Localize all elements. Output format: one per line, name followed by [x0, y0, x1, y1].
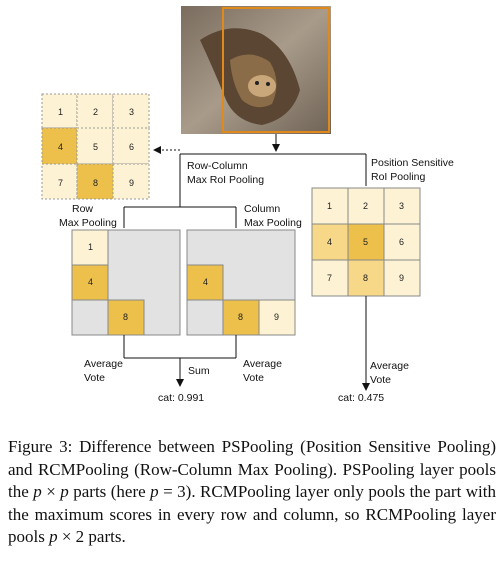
ps-cell-6: 6: [399, 237, 404, 247]
diagram: Row-Column Max RoI Pooling Position Sens…: [41, 6, 454, 404]
caption-eq: = 3). RCMPooling layer only pools the pa…: [8, 482, 496, 547]
dashed-grid: 1 2 3 4 5 6 7 8 9: [41, 93, 150, 200]
row-max-label-2: Max Pooling: [59, 217, 117, 229]
col-cell-8: 8: [238, 312, 243, 322]
ps-cell-4: 4: [327, 237, 332, 247]
figure-caption: Figure 3: Difference between PSPooling (…: [8, 436, 496, 549]
caption-p2: p: [60, 482, 69, 502]
pos-sens-grid: 1 2 3 4 5 6 7 8 9: [311, 187, 421, 297]
row-max-pool-grid: 1 4 8: [71, 229, 181, 336]
avg-vote-row-2: Vote: [84, 372, 105, 384]
col-max-label-1: Column: [244, 203, 280, 215]
row-col-pool-label-2: Max RoI Pooling: [187, 174, 264, 186]
ps-cell-5: 5: [363, 237, 368, 247]
ps-cell-9: 9: [399, 273, 404, 283]
sum-label: Sum: [188, 365, 210, 377]
avg-vote-row-1: Average: [84, 358, 123, 370]
dash-cell-5: 5: [93, 142, 98, 152]
cat-score-ps: cat: 0.475: [338, 392, 384, 404]
caption-p3: p: [150, 482, 159, 502]
dash-cell-2: 2: [93, 107, 98, 117]
row-cell-8: 8: [123, 312, 128, 322]
cat-score-rc: cat: 0.991: [158, 392, 204, 404]
caption-times1: ×: [41, 482, 61, 502]
caption-p1: p: [33, 482, 42, 502]
dash-cell-7: 7: [58, 178, 63, 188]
col-max-label-2: Max Pooling: [244, 217, 302, 229]
ps-cell-8: 8: [363, 273, 368, 283]
ps-cell-2: 2: [363, 201, 368, 211]
dash-cell-3: 3: [129, 107, 134, 117]
ps-cell-1: 1: [327, 201, 332, 211]
row-col-pool-label-1: Row-Column: [187, 160, 248, 172]
dash-cell-1: 1: [58, 107, 63, 117]
pos-sens-label-1: Position Sensitive: [371, 157, 454, 169]
caption-p4: p: [49, 527, 58, 547]
avg-vote-ps-1: Average: [370, 360, 409, 372]
dash-cell-6: 6: [129, 142, 134, 152]
caption-mid: parts (here: [68, 482, 151, 502]
avg-vote-ps-2: Vote: [370, 374, 391, 386]
avg-vote-col-2: Vote: [243, 372, 264, 384]
col-max-pool-grid: 4 8 9: [186, 229, 296, 336]
caption-prefix: Figure 3: Difference between PSPooling (…: [8, 437, 496, 502]
avg-vote-col-1: Average: [243, 358, 282, 370]
ps-cell-7: 7: [327, 273, 332, 283]
row-max-label-1: Row: [72, 203, 93, 215]
row-cell-4: 4: [88, 277, 93, 287]
ps-cell-3: 3: [399, 201, 404, 211]
col-cell-9: 9: [274, 312, 279, 322]
dash-cell-9: 9: [129, 178, 134, 188]
dash-cell-8: 8: [93, 178, 98, 188]
pos-sens-label-2: RoI Pooling: [371, 171, 425, 183]
cat-photo: [181, 6, 331, 134]
col-cell-4: 4: [203, 277, 208, 287]
caption-suffix: × 2 parts.: [57, 527, 126, 547]
dash-cell-4: 4: [58, 142, 63, 152]
row-cell-1: 1: [88, 242, 93, 252]
